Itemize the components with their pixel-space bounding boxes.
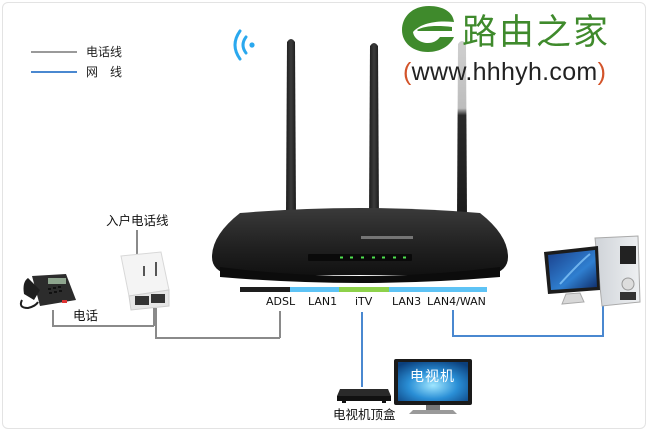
port-label-adsl: ADSL	[266, 295, 296, 308]
port-label-lan4-wan: LAN4/WAN	[427, 295, 486, 308]
wan-network-wire-horizontal	[452, 335, 604, 337]
adsl-wire-horizontal	[155, 337, 280, 339]
url-open-paren: (	[403, 58, 412, 86]
adsl-splitter-icon	[120, 251, 170, 311]
desktop-computer-icon	[544, 235, 641, 307]
port-itv-segment	[339, 287, 389, 292]
splitter-label: 入户电话线	[106, 213, 169, 228]
phone-wire-horizontal	[52, 325, 154, 327]
port-lan3-segment	[389, 287, 487, 292]
wan-network-wire-down	[452, 310, 454, 336]
router-antenna-center	[369, 43, 379, 220]
wan-network-wire-up	[602, 306, 604, 337]
legend-phone-line-label: 电话线	[86, 45, 123, 59]
incoming-phone-wire	[136, 230, 138, 255]
port-lan1-segment	[290, 287, 339, 292]
url-text: www.hhhyh.com	[411, 58, 598, 86]
itv-network-wire	[361, 312, 363, 387]
legend-network-line-label: 网 线	[86, 65, 123, 79]
set-top-box-icon	[337, 389, 391, 403]
phone-wire-to-splitter	[153, 308, 155, 326]
router-antenna-left	[286, 39, 296, 216]
adsl-wire-to-router	[279, 311, 281, 338]
television-icon	[394, 359, 472, 414]
port-label-itv: iTV	[355, 295, 373, 308]
wifi-signal-icon	[233, 29, 255, 61]
port-adsl-segment	[240, 287, 290, 292]
telephone-icon	[19, 274, 76, 310]
url-close-paren: )	[597, 58, 607, 86]
legend-phone-line	[31, 51, 77, 53]
port-label-lan3: LAN3	[392, 295, 422, 308]
router-body	[212, 208, 508, 283]
phone-wire-vertical	[52, 310, 54, 326]
leaf-logo-icon	[402, 6, 454, 52]
router-port-bar	[240, 287, 487, 292]
phone-label: 电话	[73, 308, 99, 323]
adsl-wire-from-splitter	[155, 308, 157, 338]
tv-screen-text: 电视机	[410, 369, 455, 385]
set-top-box-label: 电视机顶盒	[333, 407, 396, 422]
watermark-url: (www.hhhyh.com)	[403, 58, 606, 87]
router-antenna-right	[457, 41, 467, 218]
port-label-lan1: LAN1	[308, 295, 338, 308]
legend-network-line	[31, 71, 77, 73]
watermark-brand: 路由之家	[462, 13, 611, 53]
